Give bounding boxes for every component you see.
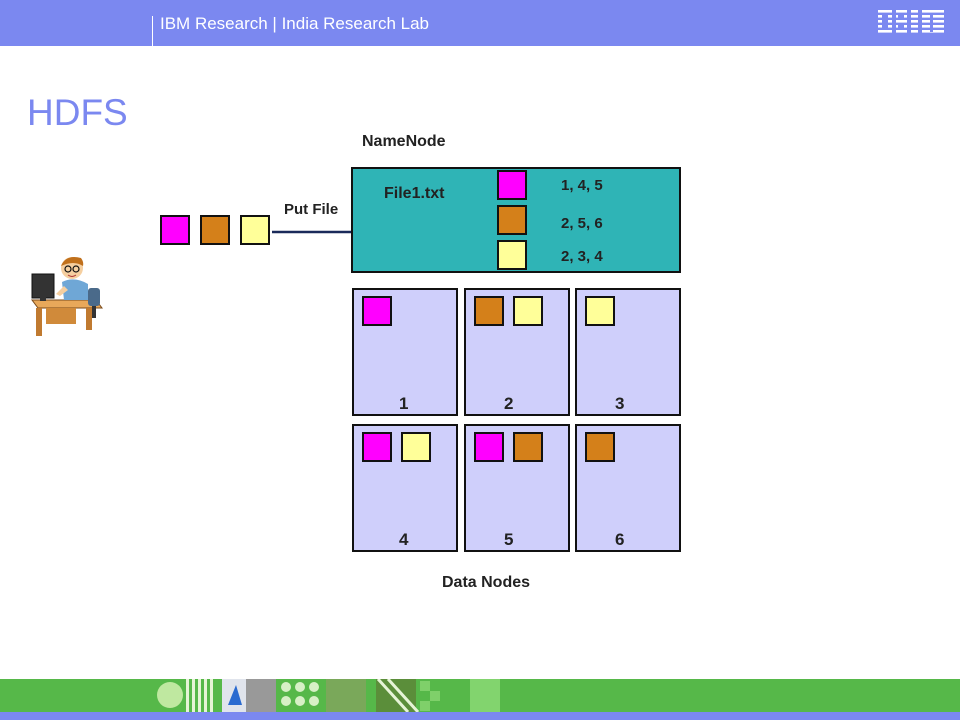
datanode-block <box>513 296 543 326</box>
datanode-number: 4 <box>399 530 409 549</box>
datanode-block <box>585 296 615 326</box>
client-block-1 <box>160 215 190 245</box>
datanode-block <box>474 296 504 326</box>
datanode-block <box>362 432 392 462</box>
block-map-entry: 2, 5, 6 <box>561 215 603 232</box>
namenode-label: NameNode <box>362 133 446 150</box>
namenode-block-1 <box>497 170 527 200</box>
datanode-box: 2 <box>464 288 570 416</box>
datanode-box: 6 <box>575 424 681 552</box>
header-title: IBM Research | India Research Lab <box>160 14 429 33</box>
page-title: HDFS <box>27 92 128 133</box>
footer-decoration <box>157 679 500 712</box>
datanodes-label: Data Nodes <box>442 574 531 591</box>
datanode-block <box>585 432 615 462</box>
user-at-computer-icon <box>31 257 103 336</box>
header-divider <box>152 16 153 46</box>
datanode-number: 5 <box>504 530 514 549</box>
namenode-block-2 <box>497 205 527 235</box>
datanode-number: 1 <box>399 394 409 413</box>
datanode-box: 4 <box>352 424 458 552</box>
client-block-2 <box>200 215 230 245</box>
namenode-block-3 <box>497 240 527 270</box>
client-block-3 <box>240 215 270 245</box>
datanode-block <box>362 296 392 326</box>
datanode-box: 5 <box>464 424 570 552</box>
datanode-box: 3 <box>575 288 681 416</box>
footer-strip <box>0 712 960 720</box>
block-map-entry: 2, 3, 4 <box>561 248 603 265</box>
header-bar <box>0 0 960 46</box>
ibm-logo <box>878 8 944 38</box>
datanode-box: 1 <box>352 288 458 416</box>
datanode-number: 3 <box>615 394 625 413</box>
put-file-label: Put File <box>284 201 339 218</box>
datanode-block <box>513 432 543 462</box>
file-name: File1.txt <box>384 185 445 202</box>
datanode-number: 2 <box>504 394 514 413</box>
block-map-entry: 1, 4, 5 <box>561 177 603 194</box>
datanode-block <box>474 432 504 462</box>
datanode-number: 6 <box>615 530 625 549</box>
datanode-block <box>401 432 431 462</box>
